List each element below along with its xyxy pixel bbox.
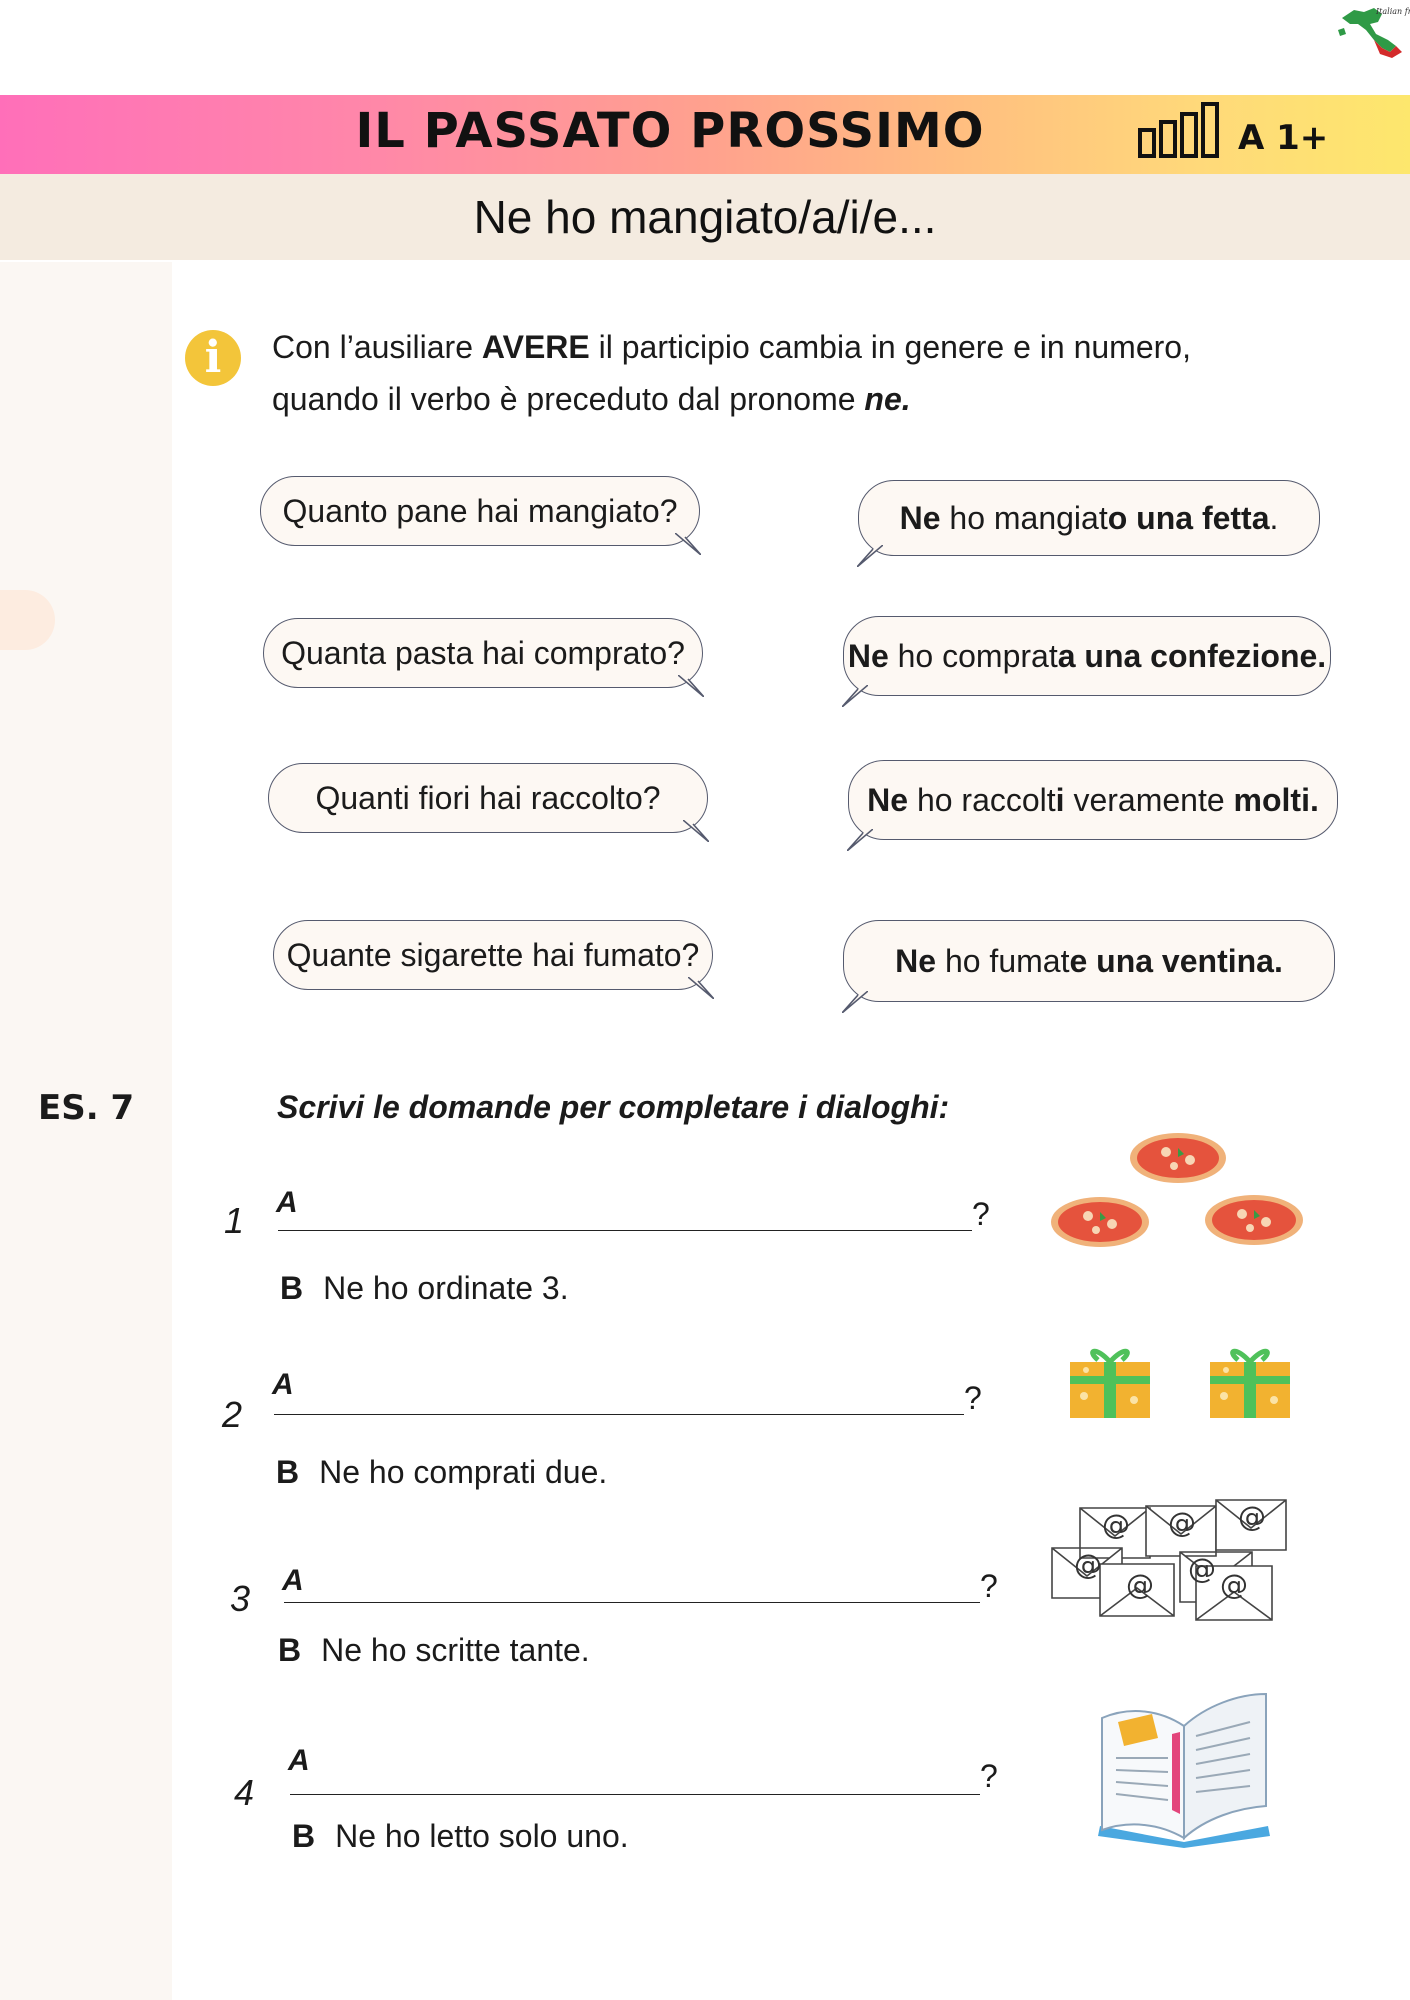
gift-box — [1070, 1348, 1150, 1418]
bubble-tail — [688, 977, 714, 999]
gift-box — [1210, 1348, 1290, 1418]
speaker-a-label: A — [276, 1186, 298, 1219]
info-line-2: quando il verbo è preceduto dal pronome … — [272, 381, 911, 417]
speaker-a-label: A — [272, 1368, 294, 1401]
answer-bubble: Ne ho fumate una ventina. — [842, 920, 1335, 1013]
page-subtitle: Ne ho mangiato/a/i/e... — [473, 191, 937, 243]
answer-bubble: Ne ho comprata una confezione. — [842, 616, 1331, 707]
answer-bubble: Ne ho raccolti veramente molti. — [847, 760, 1338, 851]
svg-text:@: @ — [1168, 1506, 1196, 1539]
answer-text: Ne ho mangiato una fetta. — [899, 499, 1279, 536]
answer-text: Ne ho raccolti veramente molti. — [867, 781, 1319, 818]
question-text: Quanto pane hai mangiato? — [282, 492, 678, 529]
logo-text: Italian from Italy — [1375, 7, 1410, 16]
svg-text:@: @ — [1220, 1568, 1248, 1601]
left-margin-band — [0, 262, 172, 2000]
answer-text: Ne ho comprata una confezione. — [847, 637, 1327, 674]
svg-text:@: @ — [1102, 1508, 1130, 1541]
pizza — [1205, 1195, 1303, 1245]
info-icon: i — [185, 330, 241, 386]
level-bars-icon — [1138, 102, 1219, 158]
question-mark: ? — [980, 1758, 998, 1794]
bubble-tail — [842, 685, 868, 707]
question-bubble: Quanta pasta hai comprato? — [263, 618, 704, 697]
bubble-tail — [842, 991, 868, 1013]
item-number: 2 — [222, 1394, 243, 1435]
info-text: Con l’ausiliare AVERE il participio camb… — [272, 321, 1342, 425]
question-bubble: Quanto pane hai mangiato? — [260, 476, 701, 555]
question-bubble: Quanti fiori hai raccolto? — [268, 763, 709, 842]
speaker-a-label: A — [282, 1564, 304, 1597]
question-mark: ? — [980, 1568, 998, 1604]
question-text: Quanta pasta hai comprato? — [281, 634, 685, 671]
info-line-1: Con l’ausiliare AVERE il participio camb… — [272, 329, 1191, 365]
question-mark: ? — [972, 1196, 990, 1232]
item-number: 3 — [230, 1578, 251, 1619]
question-bubble: Quante sigarette hai fumato? — [273, 920, 714, 999]
exercise-label: ES. 7 — [38, 1088, 135, 1128]
question-mark: ? — [964, 1380, 982, 1416]
bubble-tail — [683, 820, 709, 842]
pizza — [1130, 1133, 1226, 1183]
speaker-a-label: A — [288, 1744, 310, 1777]
email-icon: @@@ @@@@ — [1051, 1499, 1287, 1621]
answer-line[interactable] — [290, 1794, 980, 1795]
item-number: 4 — [234, 1772, 255, 1813]
book-icon — [1098, 1692, 1270, 1848]
subtitle-band — [0, 174, 1410, 260]
bubble-tail — [678, 675, 704, 697]
pizza — [1051, 1197, 1149, 1247]
bubble-tail — [847, 829, 873, 851]
answer-line[interactable] — [278, 1230, 972, 1231]
answer-bubble: Ne ho mangiato una fetta. — [857, 480, 1320, 567]
svg-text:@: @ — [1188, 1552, 1216, 1585]
question-text: Quante sigarette hai fumato? — [286, 936, 700, 973]
answer-line[interactable] — [284, 1602, 980, 1603]
level-label: A 1+ — [1238, 118, 1329, 158]
margin-tab — [0, 590, 55, 650]
question-text: Quanti fiori hai raccolto? — [315, 779, 661, 816]
italy-flag-logo: Italian from Italy — [1338, 7, 1410, 58]
bubble-tail — [857, 545, 883, 567]
svg-text:@: @ — [1126, 1568, 1154, 1601]
answer-text: Ne ho fumate una ventina. — [895, 942, 1283, 979]
svg-text:@: @ — [1074, 1548, 1102, 1581]
pizza-icon — [1051, 1133, 1303, 1247]
page-title: IL PASSATO PROSSIMO — [355, 103, 985, 159]
gift-icon — [1070, 1348, 1290, 1418]
svg-text:@: @ — [1238, 1500, 1266, 1533]
bubble-tail — [675, 533, 701, 555]
answer-line[interactable] — [274, 1414, 964, 1415]
exercise-instruction: Scrivi le domande per completare i dialo… — [277, 1089, 950, 1125]
item-number: 1 — [224, 1200, 245, 1241]
